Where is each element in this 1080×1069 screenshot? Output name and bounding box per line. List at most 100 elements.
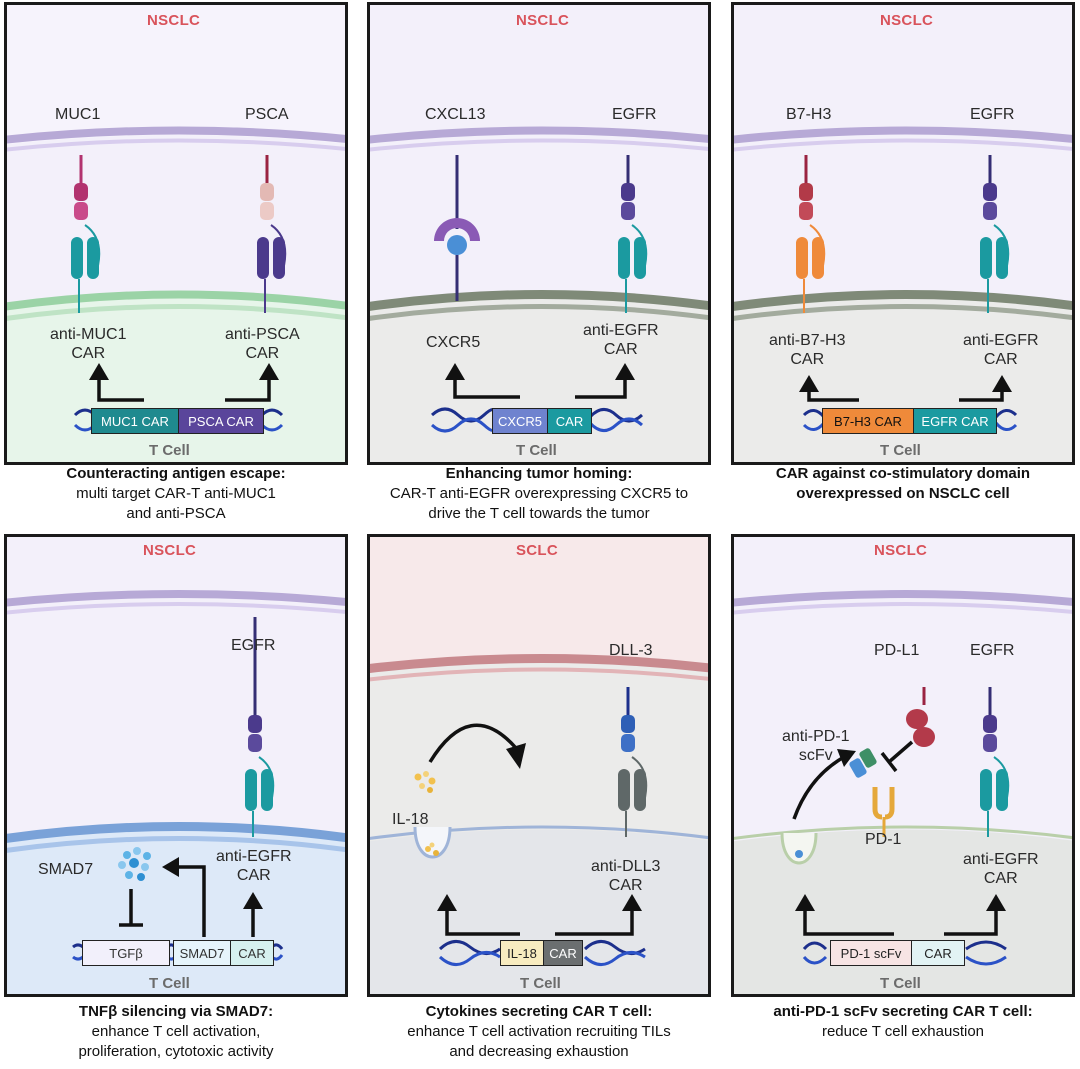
panel-1-illustration <box>7 5 345 462</box>
gene-muc1-car: MUC1 CAR <box>91 408 179 434</box>
panel-pd1-scfv: NSCLC PD-L1 EGFR anti-PD-1 scFv PD-1 ant… <box>731 534 1075 997</box>
t-cell-membrane <box>370 825 708 840</box>
transcription-arrow-left <box>803 909 894 936</box>
car-right-label: anti-EGFR CAR <box>583 322 659 358</box>
antigen-right-label: EGFR <box>970 642 1015 659</box>
antigen-right-label: EGFR <box>970 106 1015 123</box>
egfr-antigen <box>621 183 635 201</box>
caption-title: TNFβ silencing via SMAD7: <box>78 1003 274 1020</box>
secretion-arrow <box>428 723 517 763</box>
dna-strand-right <box>965 940 1007 951</box>
anti-b7-h3-car <box>796 237 808 279</box>
il-18-secreted-particles <box>414 771 436 793</box>
t-cell-membrane <box>7 822 345 843</box>
secretion-arrow <box>792 755 845 820</box>
antigen-mid-label: PD-L1 <box>874 642 920 659</box>
psca-antigen <box>260 183 274 201</box>
panel-5-illustration <box>370 537 708 994</box>
antigen-right-label: DLL-3 <box>609 642 653 659</box>
transcription-arrow-left <box>97 378 144 402</box>
t-cell-body <box>7 829 345 994</box>
caption-title: Enhancing tumor homing: <box>445 465 633 482</box>
panel-6-illustration <box>734 537 1072 994</box>
tumor-membrane <box>7 590 345 607</box>
t-cell-body <box>370 297 708 462</box>
pd1-pdl1-inhibition <box>887 740 914 764</box>
egfr-antigen <box>248 715 262 733</box>
tumor-label: NSCLC <box>874 542 928 559</box>
secretory-vesicle <box>413 826 452 859</box>
dll-3-antigen <box>621 715 635 733</box>
transcription-arrow-right <box>225 378 271 402</box>
gene-car: CAR <box>230 940 274 966</box>
caption-body: enhance T cell activation recruiting TIL… <box>407 1023 671 1060</box>
caption-title: CAR against co-stimulatory domain overex… <box>775 465 1031 502</box>
caption-panel-6: anti-PD-1 scFv secreting CAR T cell: red… <box>731 1002 1075 1042</box>
caption-title: Counteracting antigen escape: <box>66 465 286 482</box>
transcription-arrow-right <box>959 390 1004 402</box>
t-cell-label: T Cell <box>880 442 921 459</box>
gene-car: CAR <box>547 408 592 434</box>
caption-title: Cytokines secreting CAR T cell: <box>425 1003 653 1020</box>
tumor-label: NSCLC <box>147 12 201 29</box>
t-cell-membrane <box>734 290 1072 311</box>
tumor-membrane <box>370 654 708 673</box>
anti-psca-car <box>257 237 269 279</box>
antigen-right-label: EGFR <box>231 637 276 654</box>
egfr-antigen <box>983 183 997 201</box>
anti-dll3-car <box>618 769 630 811</box>
t-cell-label: T Cell <box>516 442 557 459</box>
caption-panel-3: CAR against co-stimulatory domain overex… <box>731 464 1075 504</box>
antigen-right-label: PSCA <box>245 106 289 123</box>
car-right-label: anti-EGFR CAR <box>963 332 1039 368</box>
t-cell-body <box>734 829 1072 994</box>
tumor-label: SCLC <box>516 542 559 559</box>
panel-tumor-homing: NSCLC CXCL13 EGFR CXCR5 anti-EGFR CAR CX… <box>367 2 711 465</box>
panel-co-stimulatory: NSCLC B7-H3 EGFR anti-B7-H3 CAR anti-EGF… <box>731 2 1075 465</box>
antigen-left-label: MUC1 <box>55 106 101 123</box>
tumor-label: NSCLC <box>880 12 934 29</box>
b7-h3-antigen <box>799 183 813 201</box>
transcription-arrow-left <box>445 909 520 936</box>
smad7-expression-arrow <box>177 865 206 937</box>
transcription-arrow-right <box>575 378 627 399</box>
anti-egfr-car <box>245 769 257 811</box>
panel-cytokine-secreting: SCLC DLL-3 IL-18 anti-DLL3 CAR IL-18 CAR… <box>367 534 711 997</box>
caption-panel-5: Cytokines secreting CAR T cell: enhance … <box>367 1002 711 1062</box>
antigen-right-label: EGFR <box>612 106 657 123</box>
car-right-label: anti-PSCA CAR <box>225 326 300 362</box>
tumor-membrane <box>7 126 345 144</box>
smad7-label: SMAD7 <box>38 861 94 878</box>
anti-pd-1-scfv-label: anti-PD-1 scFv <box>782 728 850 764</box>
car-left-label: anti-MUC1 CAR <box>50 326 127 362</box>
caption-body: reduce T cell exhaustion <box>821 1023 985 1040</box>
t-cell-body <box>7 297 345 462</box>
gene-car: CAR <box>911 940 965 966</box>
car-left-label: CXCR5 <box>426 334 481 351</box>
pd-1-label: PD-1 <box>865 831 902 848</box>
gene-b7-h3-car: B7-H3 CAR <box>822 408 914 434</box>
caption-panel-4: TNFβ silencing via SMAD7: enhance T cell… <box>4 1002 348 1062</box>
gene-smad7: SMAD7 <box>173 940 231 966</box>
anti-egfr-car <box>980 769 992 811</box>
cxcl13-ligand <box>434 218 480 241</box>
caption-panel-2: Enhancing tumor homing: CAR-T anti-EGFR … <box>367 464 711 524</box>
caption-body: multi target CAR-T anti-MUC1 and anti-PS… <box>76 485 276 522</box>
muc1-antigen <box>74 183 88 201</box>
anti-egfr-car <box>980 237 992 279</box>
pd-l1-antigen <box>906 709 928 729</box>
tumor-label: NSCLC <box>143 542 197 559</box>
t-cell-membrane <box>370 290 708 311</box>
panel-smad7: NSCLC EGFR SMAD7 anti-EGFR CAR TGFβ SMAD… <box>4 534 348 997</box>
anti-pd-1-scfv <box>849 758 867 778</box>
caption-panel-1: Counteracting antigen escape: multi targ… <box>4 464 348 524</box>
caption-body: CAR-T anti-EGFR overexpressing CXCR5 to … <box>389 485 689 522</box>
smad7-protein-cluster <box>118 847 151 881</box>
transcription-arrow-left <box>807 390 859 402</box>
gene-egfr-car: EGFR CAR <box>913 408 997 434</box>
dna-strand-right <box>994 409 1018 419</box>
gene-il-18: IL-18 <box>500 940 544 966</box>
antigen-left-label: CXCL13 <box>425 106 486 123</box>
panel-antigen-escape: NSCLC MUC1 PSCA anti-MUC1 CAR anti-PSCA … <box>4 2 348 465</box>
secretory-vesicle <box>780 832 818 865</box>
